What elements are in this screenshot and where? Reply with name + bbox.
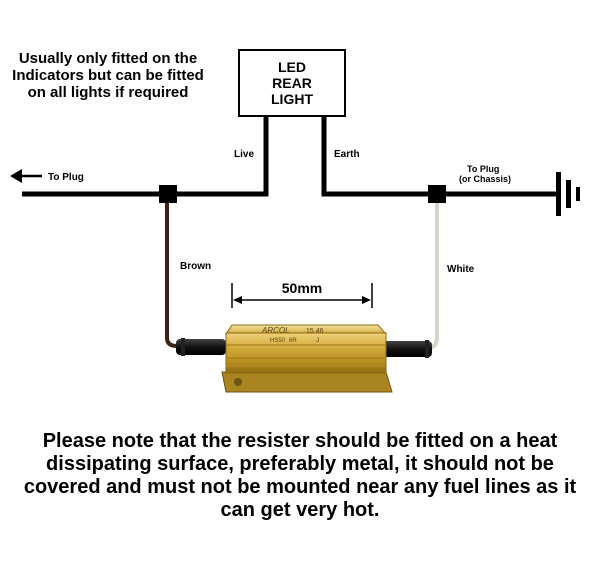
white-label: White (447, 264, 475, 275)
earth-wire (321, 116, 556, 197)
resistor (221, 324, 393, 393)
warning-note: Please note that the resister should be … (23, 430, 577, 521)
earth-label: Earth (334, 149, 360, 160)
left-heatshrink (176, 338, 226, 356)
led-box-line2: REAR (272, 75, 312, 91)
resistor-code: 15 46 (306, 328, 324, 335)
led-rear-light-box (238, 49, 346, 117)
right-junction (428, 185, 446, 203)
led-box-line1: LED (278, 59, 306, 75)
resistor-tolerance: J (316, 338, 319, 344)
dimension-indicator (231, 283, 373, 308)
resistor-value: 6R (289, 338, 297, 344)
left-junction (159, 185, 177, 203)
brown-label: Brown (180, 261, 211, 272)
led-box-line3: LIGHT (271, 91, 313, 107)
to-plug-left-label: To Plug (48, 172, 84, 183)
right-heatshrink (382, 340, 432, 358)
dimension-label: 50mm (282, 280, 322, 296)
or-chassis-label: (or Chassis) (459, 174, 511, 184)
resistor-brand: ARCOL (261, 326, 290, 335)
white-wire (412, 194, 439, 350)
usage-note: Usually only fitted on the Indicators bu… (12, 50, 204, 101)
live-wire (22, 116, 269, 197)
live-label: Live (234, 149, 254, 160)
arrow-left-icon (10, 169, 42, 183)
resistor-model: HS50 (270, 338, 286, 344)
chassis-ground-icon (556, 172, 580, 216)
to-plug-right-label: To Plug (467, 164, 499, 174)
